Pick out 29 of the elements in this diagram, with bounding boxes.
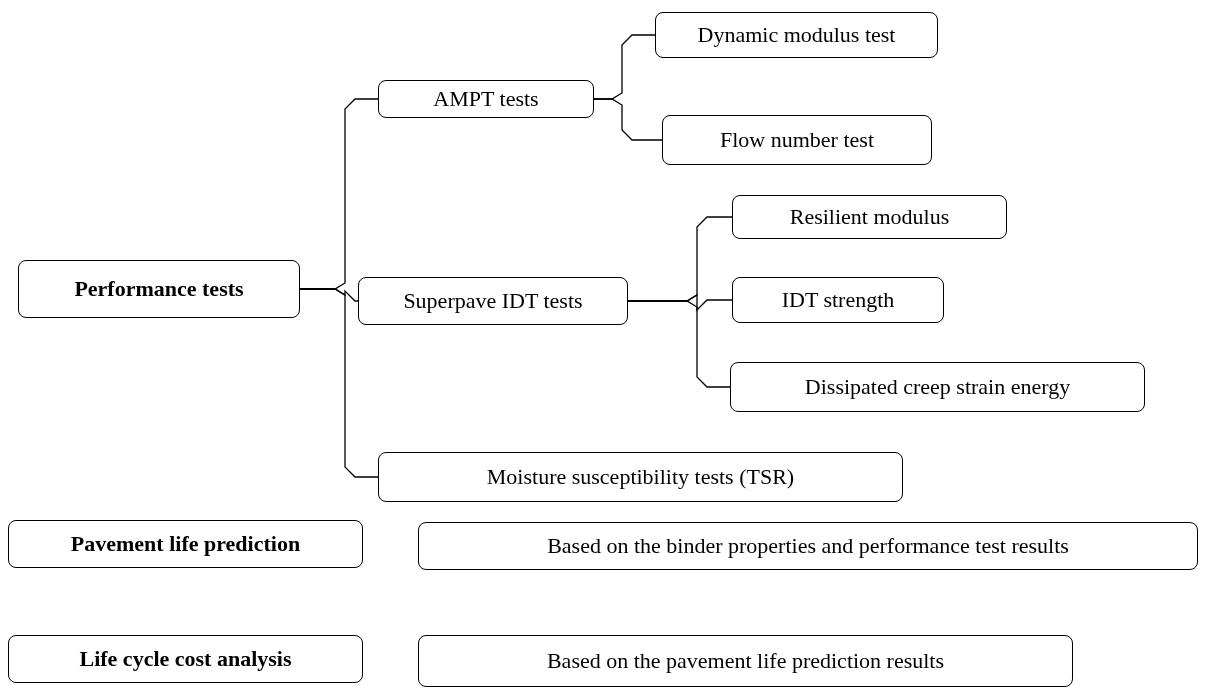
box-label: AMPT tests — [433, 86, 539, 112]
process-box — [732, 277, 944, 323]
process-box — [418, 522, 1198, 570]
box-label: Resilient modulus — [789, 204, 950, 230]
process-box — [18, 260, 300, 318]
box-label: Dissipated creep strain energy — [804, 374, 1071, 400]
box-label: Moisture susceptibility tests (TSR) — [486, 464, 795, 490]
box-label: Superpave IDT tests — [403, 288, 583, 314]
process-box — [730, 362, 1145, 412]
box-label: IDT strength — [781, 287, 895, 313]
box-label: Based on the pavement life prediction results — [546, 648, 945, 674]
process-box — [418, 635, 1073, 687]
box-label: Pavement life prediction — [70, 531, 301, 557]
process-box — [8, 635, 363, 683]
process-box — [655, 12, 938, 58]
bracket-connector — [593, 98, 663, 141]
box-label: Flow number test — [720, 127, 874, 153]
box-label: Dynamic modulus test — [697, 22, 896, 48]
process-box — [378, 452, 903, 502]
process-box — [8, 520, 363, 568]
bracket-connector — [627, 300, 731, 388]
process-box — [662, 115, 932, 165]
process-box — [732, 195, 1007, 239]
process-box — [378, 80, 594, 118]
process-box — [358, 277, 628, 325]
box-label: Life cycle cost analysis — [79, 646, 292, 672]
box-label: Performance tests — [74, 276, 244, 302]
box-label: Based on the binder properties and performance test results — [547, 533, 1069, 559]
bracket-connector — [299, 288, 379, 478]
